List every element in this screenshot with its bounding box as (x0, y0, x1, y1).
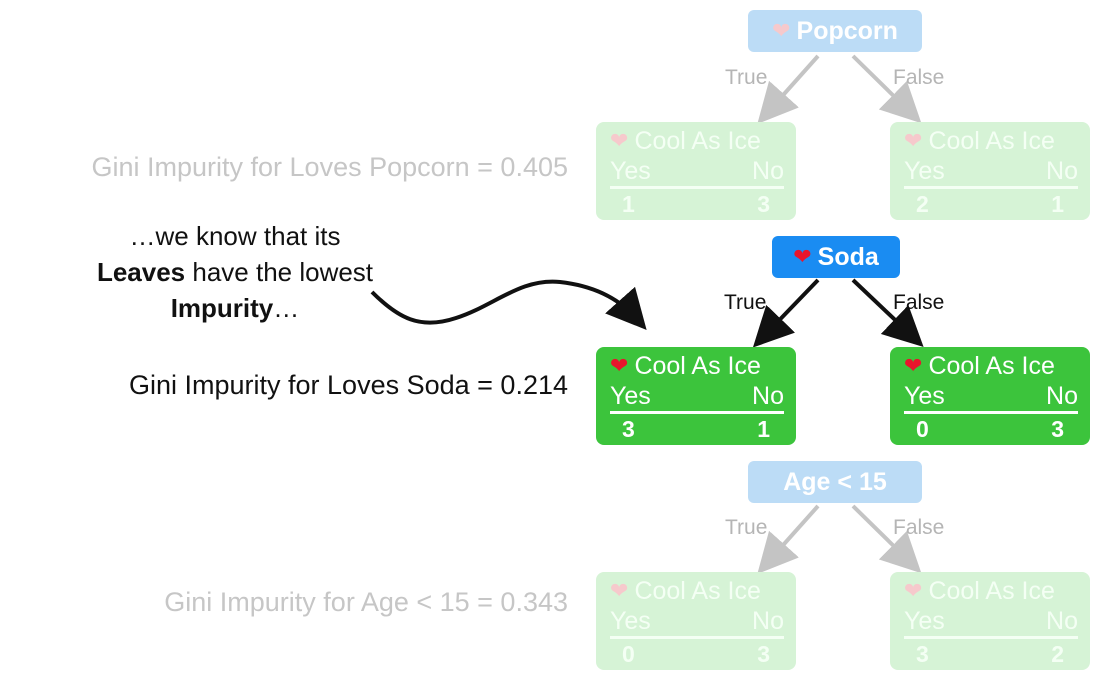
age-true-edge (757, 504, 820, 574)
soda-true-edge (752, 278, 820, 348)
leaf-yes-count: 2 (916, 190, 929, 217)
leaf-no-header: No (752, 156, 784, 185)
age-true-label: True (725, 516, 768, 539)
heart-icon: ❤ (610, 128, 629, 153)
heart-icon: ❤ (904, 578, 923, 603)
annotation-line2-rest: have the lowest (185, 257, 374, 287)
leaf-yes-count: 1 (622, 190, 635, 217)
leaf-yes-count: 3 (916, 640, 929, 667)
popcorn-right-leaf: ❤Cool As Ice Yes No 2 1 (890, 122, 1090, 220)
age-gini-text: Gini Impurity for Age < 15 = 0.343 (164, 587, 568, 617)
age-false-label: False (893, 516, 945, 539)
leaf-yes-count: 3 (622, 415, 635, 442)
age-root-node: Age < 15 (748, 461, 922, 503)
leaf-title: Cool As Ice (634, 351, 761, 380)
annotation-line3-rest: … (273, 293, 300, 323)
leaf-no-count: 1 (1051, 190, 1064, 217)
leaf-title: Cool As Ice (928, 126, 1055, 155)
leaf-no-count: 3 (757, 640, 770, 667)
soda-root-node: ❤ Soda (772, 236, 900, 278)
popcorn-true-edge (757, 54, 820, 124)
soda-false-label: False (893, 291, 945, 314)
leaf-yes-header: Yes (904, 606, 945, 635)
popcorn-root-node: ❤ Popcorn (748, 10, 922, 52)
leaf-no-header: No (1046, 156, 1078, 185)
annotation-line2: Leaves have the lowest (40, 254, 430, 290)
soda-root-label: Soda (817, 242, 879, 271)
soda-left-leaf: ❤Cool As Ice Yes No 3 1 (596, 347, 796, 445)
leaf-yes-header: Yes (610, 381, 651, 410)
age-root-label: Age < 15 (783, 467, 887, 496)
leaf-yes-count: 0 (622, 640, 635, 667)
leaf-no-header: No (752, 381, 784, 410)
age-right-leaf: ❤Cool As Ice Yes No 3 2 (890, 572, 1090, 670)
leaf-title: Cool As Ice (928, 351, 1055, 380)
annotation-text: …we know that its Leaves have the lowest… (40, 218, 430, 326)
leaf-yes-header: Yes (904, 156, 945, 185)
leaf-no-count: 3 (1051, 415, 1064, 442)
leaf-yes-header: Yes (904, 381, 945, 410)
leaf-no-header: No (1046, 381, 1078, 410)
heart-icon: ❤ (772, 18, 791, 43)
popcorn-gini-text: Gini Impurity for Loves Popcorn = 0.405 (91, 152, 569, 182)
soda-true-label: True (724, 291, 767, 314)
leaf-no-count: 1 (757, 415, 770, 442)
annotation-impurity: Impurity (170, 293, 274, 323)
leaf-no-count: 2 (1051, 640, 1064, 667)
age-left-leaf: ❤Cool As Ice Yes No 0 3 (596, 572, 796, 670)
leaf-title: Cool As Ice (928, 576, 1055, 605)
heart-icon: ❤ (610, 353, 629, 378)
leaf-title: Cool As Ice (634, 576, 761, 605)
leaf-yes-count: 0 (916, 415, 929, 442)
popcorn-left-leaf: ❤Cool As Ice Yes No 1 3 (596, 122, 796, 220)
soda-right-leaf: ❤Cool As Ice Yes No 0 3 (890, 347, 1090, 445)
leaf-yes-header: Yes (610, 156, 651, 185)
popcorn-true-label: True (725, 66, 768, 89)
popcorn-root-label: Popcorn (796, 16, 898, 45)
heart-icon: ❤ (793, 244, 812, 269)
heart-icon: ❤ (904, 353, 923, 378)
leaf-no-count: 3 (757, 190, 770, 217)
leaf-no-header: No (752, 606, 784, 635)
heart-icon: ❤ (610, 578, 629, 603)
annotation-line3: Impurity… (40, 290, 430, 326)
annotation-leaves: Leaves (96, 257, 186, 287)
heart-icon: ❤ (904, 128, 923, 153)
leaf-title: Cool As Ice (634, 126, 761, 155)
soda-gini-text: Gini Impurity for Loves Soda = 0.214 (129, 370, 568, 400)
leaf-yes-header: Yes (610, 606, 651, 635)
annotation-line1: …we know that its (129, 221, 341, 251)
popcorn-false-label: False (893, 66, 945, 89)
leaf-no-header: No (1046, 606, 1078, 635)
